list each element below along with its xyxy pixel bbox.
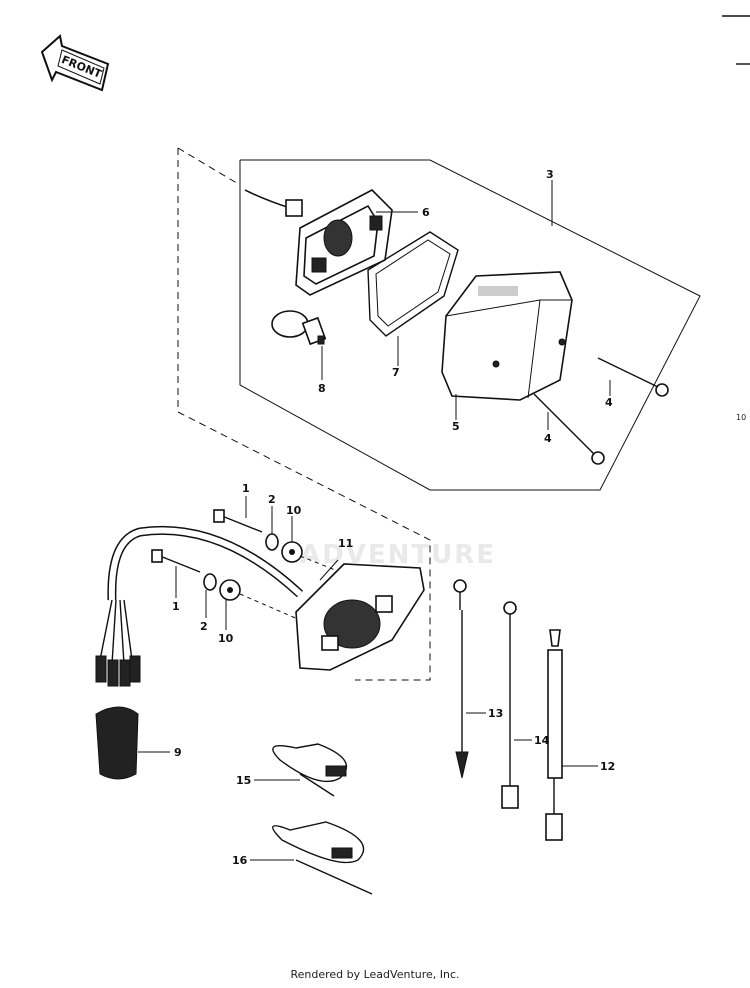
lens-screw-lower — [533, 393, 605, 465]
callout-7: 7 — [392, 366, 400, 379]
callout-4-lower: 4 — [544, 432, 552, 445]
callout-15: 15 — [236, 774, 251, 787]
callout-6: 6 — [422, 206, 430, 219]
callouts: 6 3 7 8 5 4 4 1 2 10 11 1 2 10 13 14 12 … — [172, 168, 615, 867]
callout-10-lower: 10 — [218, 632, 234, 645]
flat-washer-lower — [219, 579, 241, 601]
ground-lead-wire — [453, 579, 469, 779]
lens-screw-upper — [597, 357, 669, 397]
callout-9: 9 — [174, 746, 182, 759]
bolt-upper — [213, 509, 263, 533]
wiring-harness — [95, 525, 304, 687]
watermark-text: ADVENTURE — [300, 540, 496, 570]
tail-light-lens — [441, 271, 573, 401]
lamp-socket-base — [244, 189, 393, 296]
dashed-guide — [177, 147, 241, 186]
leader-lines — [138, 180, 611, 861]
lens-gasket — [367, 231, 459, 337]
callout-11: 11 — [338, 537, 353, 550]
callout-2-lower: 2 — [200, 620, 208, 633]
callout-1-lower: 1 — [172, 600, 180, 613]
lock-washer-upper — [265, 533, 279, 551]
callout-13: 13 — [488, 707, 503, 720]
tail-light-bulb — [271, 310, 327, 346]
callout-16: 16 — [232, 854, 248, 867]
lock-washer-lower — [203, 573, 217, 591]
front-arrow-icon: FRONT — [40, 34, 110, 92]
dashed-guide — [299, 555, 341, 573]
callout-2-upper: 2 — [268, 493, 276, 506]
lead-wire-12 — [545, 629, 563, 841]
callout-14: 14 — [534, 734, 550, 747]
callout-10-upper: 10 — [286, 504, 302, 517]
page-reference: 10 — [736, 413, 747, 422]
callout-1-upper: 1 — [242, 482, 250, 495]
callout-3: 3 — [546, 168, 554, 181]
wire-clamp-15 — [272, 743, 347, 797]
flat-washer-upper — [281, 541, 303, 563]
lead-wire-14 — [501, 601, 519, 809]
dashed-guide — [239, 593, 301, 621]
bolt-lower — [151, 549, 201, 573]
callout-4-upper: 4 — [605, 396, 613, 409]
assembly-boundary — [239, 159, 701, 491]
footer-credit: Rendered by LeadVenture, Inc. — [290, 968, 460, 981]
connector-boot — [95, 706, 139, 780]
callout-8: 8 — [318, 382, 326, 395]
tail-light-bracket — [295, 563, 425, 671]
wire-clamp-16 — [272, 821, 373, 895]
callout-12: 12 — [600, 760, 615, 773]
dashed-guide — [177, 148, 431, 681]
callout-5: 5 — [452, 420, 460, 433]
